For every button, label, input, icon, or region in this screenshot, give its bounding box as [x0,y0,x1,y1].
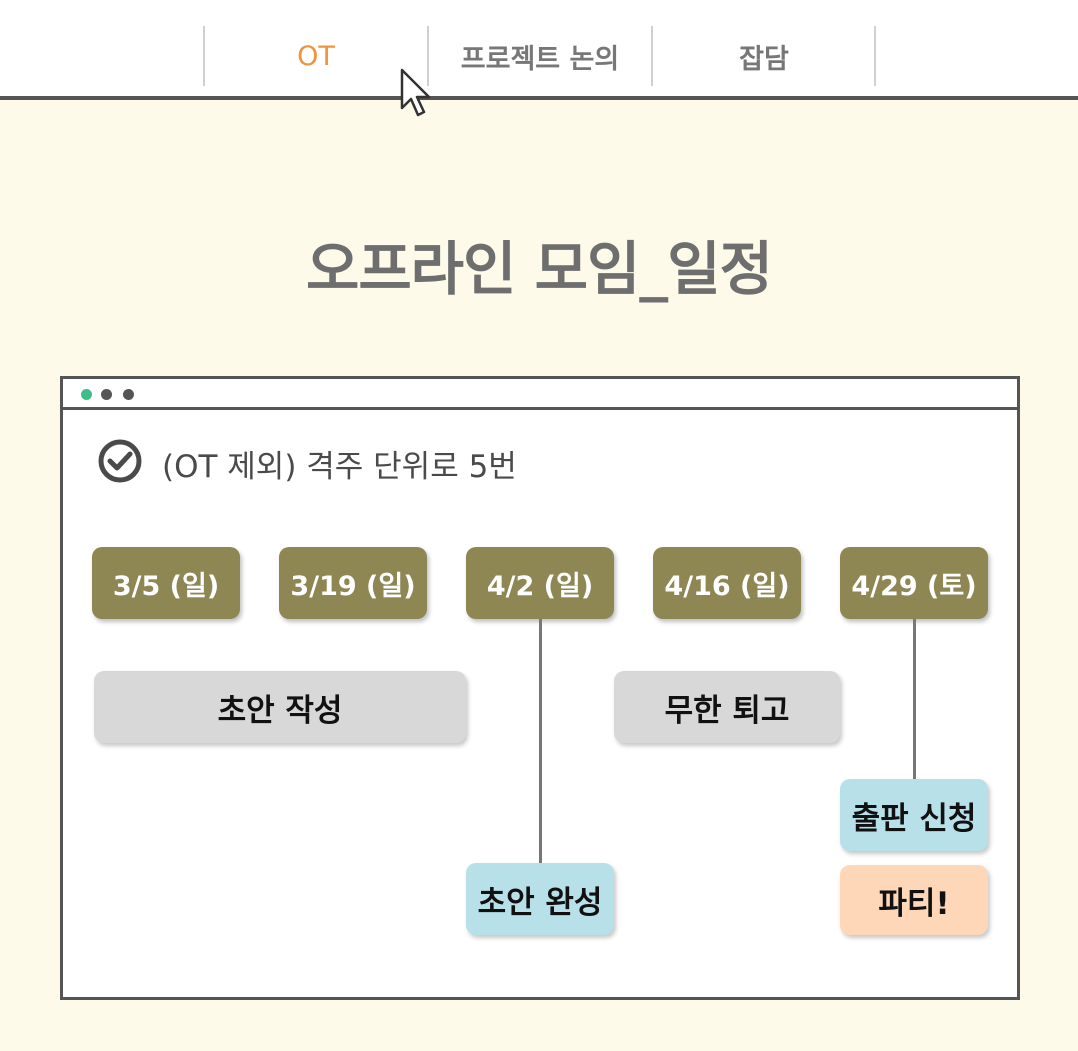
page-title: 오프라인 모임_일정 [305,235,773,303]
window-dot [123,389,134,400]
tab-divider [203,26,205,86]
date-badge-1: 3/5 (일) [92,547,240,619]
task-party: 파티! [840,865,988,935]
date-badge-2: 3/19 (일) [279,547,427,619]
window-titlebar [63,379,1017,410]
tab-chat[interactable]: 잡담 [739,43,789,75]
schedule-window: (OT 제외) 격주 단위로 5번 3/5 (일) 3/19 (일) 4/2 (… [60,376,1020,1000]
tab-divider [874,26,876,86]
window-dot [101,389,112,400]
tab-project-discussion[interactable]: 프로젝트 논의 [460,43,620,75]
window-dot-green [81,389,92,400]
check-circle-icon [96,437,144,489]
date-badge-4: 4/16 (일) [653,547,801,619]
date-badge-5: 4/29 (토) [840,547,988,619]
task-publish-apply: 출판 신청 [840,779,988,851]
task-endless-revision: 무한 퇴고 [614,671,840,743]
connector-line [913,619,916,781]
top-tab-bar: OT 프로젝트 논의 잡담 [0,0,1078,100]
checklist-item: (OT 제외) 격주 단위로 5번 [96,437,517,489]
tab-ot[interactable]: OT [297,40,335,72]
connector-line [539,619,542,865]
task-draft-writing: 초안 작성 [94,671,466,743]
tab-divider [651,26,653,86]
mouse-pointer-icon [399,68,433,122]
checklist-text: (OT 제외) 격주 단위로 5번 [162,448,517,485]
tab-divider [427,26,429,86]
task-draft-complete: 초안 완성 [466,863,614,935]
date-badge-3: 4/2 (일) [466,547,614,619]
